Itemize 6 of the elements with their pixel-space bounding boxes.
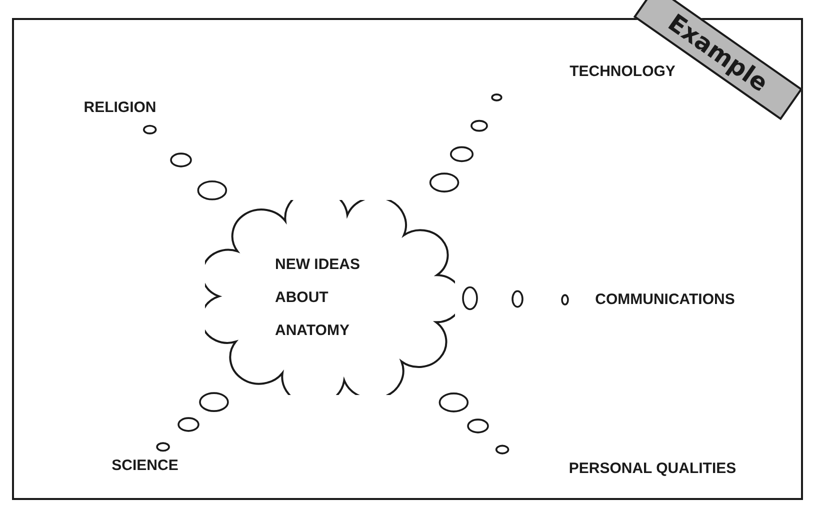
cloud-text: NEW IDEAS ABOUT ANATOMY <box>275 255 362 341</box>
thought-cloud <box>205 200 455 395</box>
topic-text: RELIGION <box>84 98 156 118</box>
topic-text: COMMUNICATIONS <box>595 290 735 310</box>
topic-text: PERSONAL QUALITIES <box>568 458 736 479</box>
topic-text: SCIENCE <box>112 456 178 476</box>
